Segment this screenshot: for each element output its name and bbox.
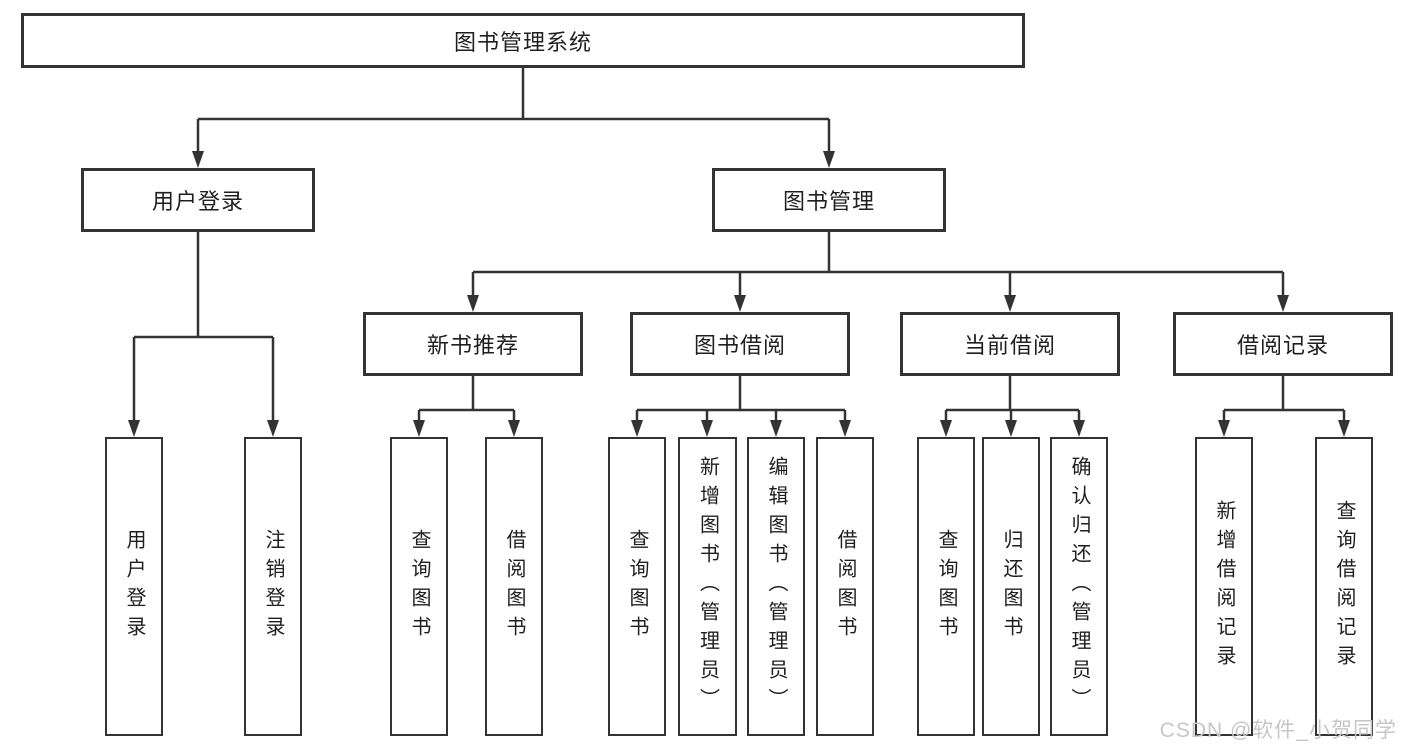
arrow-icon	[1004, 295, 1016, 312]
leaf-user-login-label: 用户登录	[123, 528, 145, 645]
leaf-query-borrow-record-label: 查询借阅记录	[1333, 499, 1355, 674]
leaf-recommend-query-books-label: 查询图书	[408, 528, 430, 645]
leaf-current-query-books: 查询图书	[917, 437, 975, 736]
leaf-borrow-borrow-books: 借阅图书	[816, 437, 874, 736]
arrow-icon	[267, 420, 279, 437]
arrow-icon	[940, 420, 952, 437]
arrow-icon	[839, 420, 851, 437]
arrow-icon	[1338, 420, 1350, 437]
arrow-icon	[1073, 420, 1085, 437]
box-borrow-records-label: 借阅记录	[1236, 333, 1329, 358]
leaf-add-book-admin-label: 新增图书（管理员）	[696, 456, 719, 717]
connector-currentborrow-group	[944, 376, 1081, 423]
box-user-login-label: 用户登录	[151, 189, 244, 214]
arrow-icon	[508, 420, 520, 437]
leaf-logout-label: 注销登录	[262, 528, 284, 645]
connector-bookmgmt-to-level3	[471, 232, 1285, 298]
leaf-edit-book-admin: 编辑图书（管理员）	[747, 437, 805, 736]
box-current-borrow: 当前借阅	[900, 312, 1120, 376]
arrow-icon	[1005, 420, 1017, 437]
leaf-current-query-books-label: 查询图书	[935, 528, 957, 645]
leaf-user-login: 用户登录	[105, 437, 163, 736]
box-book-borrow: 图书借阅	[630, 312, 850, 376]
leaf-recommend-query-books: 查询图书	[390, 437, 448, 736]
leaf-query-borrow-record: 查询借阅记录	[1315, 437, 1373, 736]
leaf-confirm-return-admin-label: 确认归还（管理员）	[1068, 456, 1090, 717]
box-book-management-label: 图书管理	[782, 189, 875, 214]
leaf-borrow-query-books-label: 查询图书	[626, 528, 648, 645]
connector-newbook-group	[417, 376, 516, 423]
leaf-edit-book-admin-label: 编辑图书（管理员）	[765, 456, 787, 717]
leaf-return-books: 归还图书	[982, 437, 1040, 736]
box-book-borrow-label: 图书借阅	[693, 333, 786, 358]
box-current-borrow-label: 当前借阅	[963, 333, 1056, 358]
box-new-book-recommend-label: 新书推荐	[426, 333, 519, 358]
arrowheads	[128, 151, 1350, 437]
box-book-management: 图书管理	[712, 168, 946, 232]
leaf-logout: 注销登录	[244, 437, 302, 736]
leaf-add-borrow-record-label: 新增借阅记录	[1213, 499, 1235, 674]
leaf-add-book-admin: 新增图书（管理员）	[678, 437, 737, 736]
box-borrow-records: 借阅记录	[1173, 312, 1393, 376]
leaf-borrow-query-books: 查询图书	[608, 437, 666, 736]
box-new-book-recommend: 新书推荐	[363, 312, 583, 376]
arrow-icon	[701, 420, 713, 437]
arrow-icon	[192, 151, 204, 168]
leaf-confirm-return-admin: 确认归还（管理员）	[1050, 437, 1108, 736]
arrow-icon	[1218, 420, 1230, 437]
arrow-icon	[128, 420, 140, 437]
arrow-icon	[823, 151, 835, 168]
leaf-add-borrow-record: 新增借阅记录	[1195, 437, 1253, 736]
connector-bookborrow-group	[635, 376, 847, 423]
connector-root-to-level2	[196, 68, 831, 153]
arrow-icon	[734, 295, 746, 312]
arrow-icon	[467, 295, 479, 312]
leaf-recommend-borrow-books-label: 借阅图书	[503, 528, 525, 645]
leaf-return-books-label: 归还图书	[1000, 528, 1022, 645]
connector-records-group	[1222, 376, 1346, 423]
box-library-system-label: 图书管理系统	[453, 29, 592, 55]
box-user-login: 用户登录	[81, 168, 315, 232]
box-library-system: 图书管理系统	[21, 13, 1025, 68]
arrow-icon	[770, 420, 782, 437]
arrow-icon	[1277, 295, 1289, 312]
connector-userlogin-group	[132, 232, 275, 423]
csdn-watermark: CSDN @软件_小贺同学	[1159, 719, 1397, 742]
arrow-icon	[413, 420, 425, 437]
leaf-borrow-borrow-books-label: 借阅图书	[834, 528, 856, 645]
arrow-icon	[631, 420, 643, 437]
leaf-recommend-borrow-books: 借阅图书	[485, 437, 543, 736]
